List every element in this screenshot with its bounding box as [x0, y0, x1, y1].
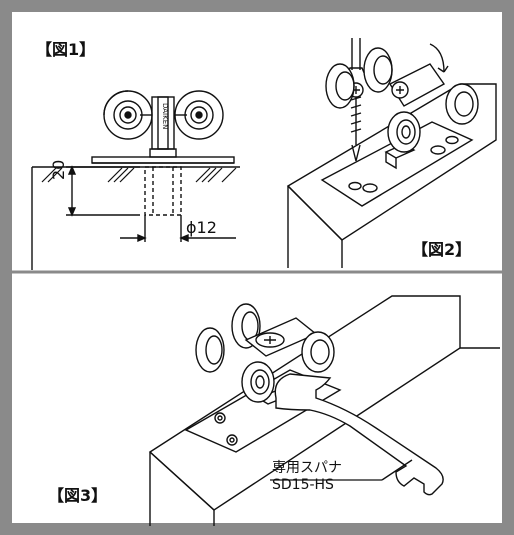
daiken-mark: DAIKEN: [161, 103, 169, 129]
spanner-label-line2: SD15-HS: [272, 477, 334, 493]
figure1-title: 【図1】: [36, 40, 96, 59]
dimension-depth-label: 20: [49, 159, 68, 180]
spanner-label-line1: 専用スパナ: [272, 460, 342, 476]
figure3-title: 【図3】: [48, 486, 108, 505]
figure2-drawing: [286, 38, 497, 268]
figure1-drawing: [31, 90, 240, 270]
spanner-callout: 専用スパナ SD15-HS: [272, 460, 382, 494]
figure3-drawing: [148, 295, 500, 526]
dimension-diameter-label: ϕ12: [186, 218, 217, 237]
figure2-title: 【図2】: [412, 240, 472, 259]
